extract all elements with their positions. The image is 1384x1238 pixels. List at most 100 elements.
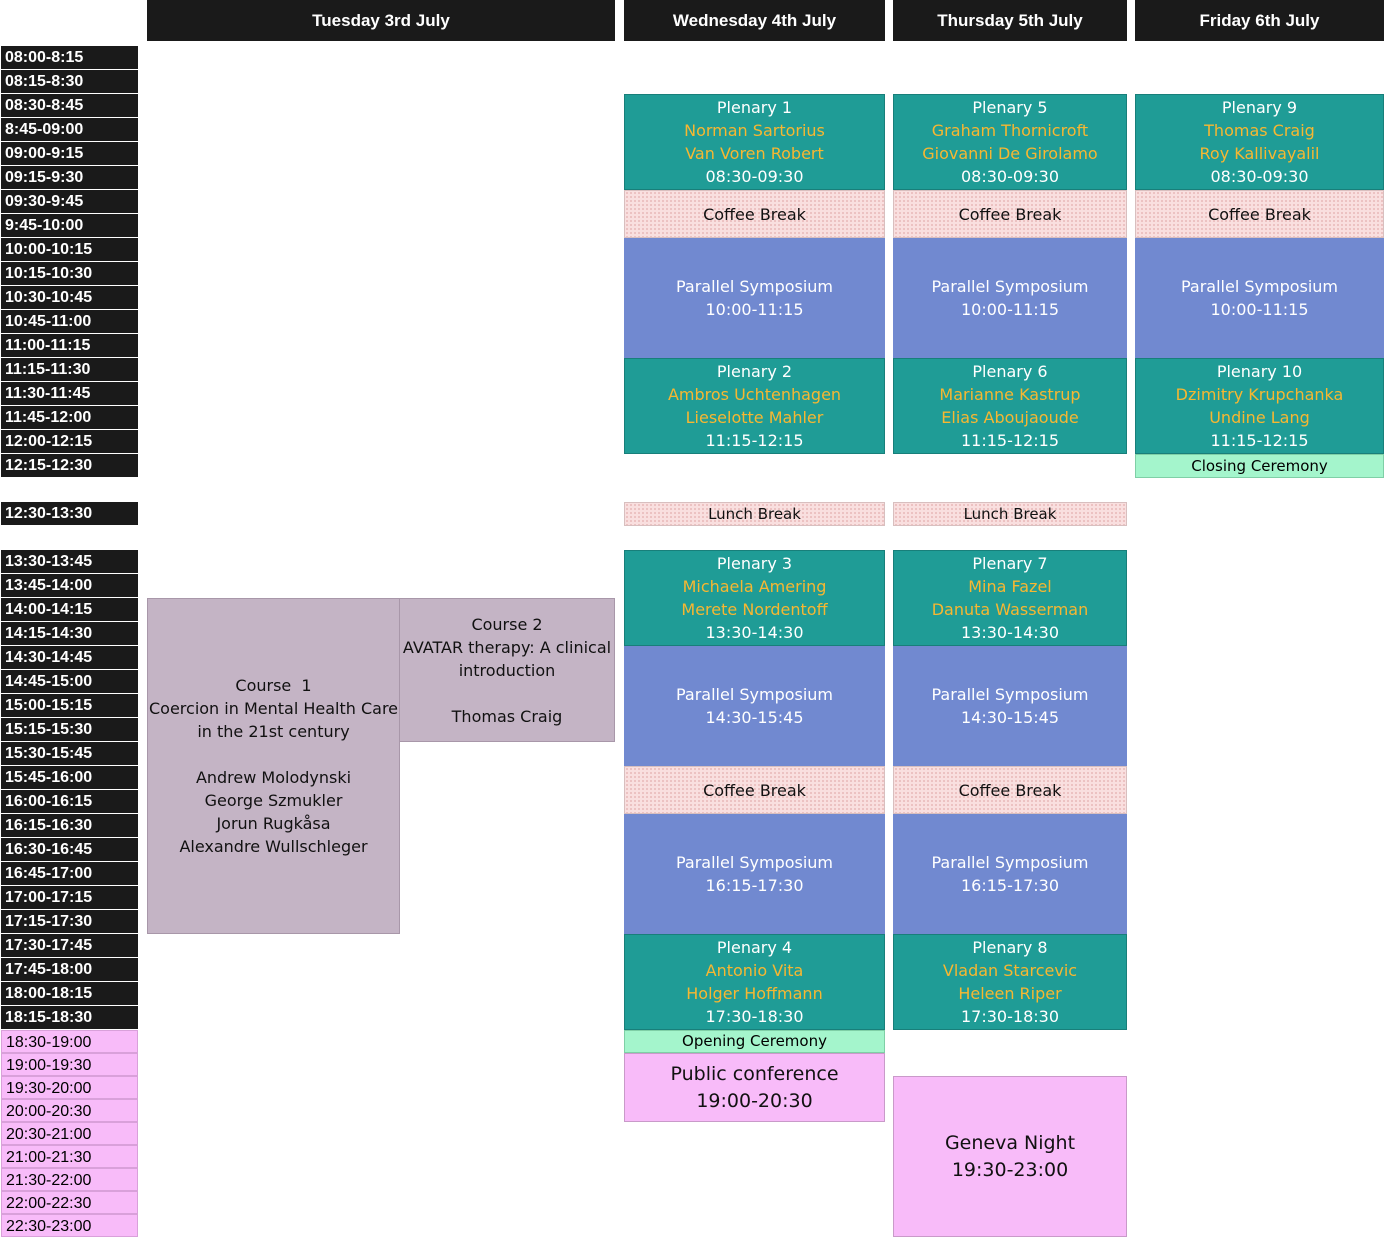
plenary-time: 08:30-09:30 <box>961 167 1059 186</box>
plenary-speaker: Marianne Kastrup <box>939 385 1081 404</box>
plenary-4-block: Plenary 4 Antonio Vita Holger Hoffmann 1… <box>624 934 885 1030</box>
plenary-title: Plenary 4 <box>716 938 793 957</box>
closing-ceremony-label: Closing Ceremony <box>1191 456 1328 475</box>
time-slot: 10:30-10:45 <box>1 286 138 309</box>
plenary-time: 11:15-12:15 <box>1210 431 1309 450</box>
day-header-wednesday: Wednesday 4th July <box>624 0 885 41</box>
time-slot: 22:00-22:30 <box>1 1191 138 1214</box>
plenary-8-block: Plenary 8 Vladan Starcevic Heleen Riper … <box>893 934 1127 1030</box>
symposium-label: Parallel Symposium <box>931 685 1089 704</box>
day-header-tuesday: Tuesday 3rd July <box>147 0 615 41</box>
geneva-night-time: 19:30-23:00 <box>951 1158 1069 1181</box>
parallel-symposium-block: Parallel Symposium 16:15-17:30 <box>893 814 1127 934</box>
time-slot: 21:00-21:30 <box>1 1145 138 1168</box>
time-slot: 10:15-10:30 <box>1 262 138 285</box>
plenary-speaker: Giovanni De Girolamo <box>922 144 1098 163</box>
lunch-break-label: Lunch Break <box>963 504 1057 523</box>
time-slot: 15:00-15:15 <box>1 694 138 717</box>
plenary-speaker: Vladan Starcevic <box>942 961 1078 980</box>
plenary-time: 17:30-18:30 <box>961 1007 1059 1026</box>
plenary-time: 11:15-12:15 <box>961 431 1059 450</box>
plenary-speaker: Merete Nordentoff <box>681 600 828 619</box>
symposium-label: Parallel Symposium <box>675 685 834 704</box>
time-slot: 17:30-17:45 <box>1 934 138 957</box>
time-slot: 16:15-16:30 <box>1 814 138 837</box>
lunch-break-block: Lunch Break <box>893 502 1127 526</box>
time-slot: 11:30-11:45 <box>1 382 138 405</box>
plenary-title: Plenary 7 <box>972 554 1048 573</box>
plenary-10-block: Plenary 10 Dzimitry Krupchanka Undine La… <box>1135 358 1384 454</box>
parallel-symposium-block: Parallel Symposium 14:30-15:45 <box>624 646 885 766</box>
plenary-speaker: Holger Hoffmann <box>686 984 823 1003</box>
geneva-night-block: Geneva Night 19:30-23:00 <box>893 1076 1127 1237</box>
symposium-label: Parallel Symposium <box>675 853 834 872</box>
day-header-thursday: Thursday 5th July <box>893 0 1127 41</box>
symposium-label: Parallel Symposium <box>675 277 834 296</box>
lunch-break-block: Lunch Break <box>624 502 885 526</box>
course-subtitle: Coercion in Mental Health Care <box>148 699 399 718</box>
plenary-9-block: Plenary 9 Thomas Craig Roy Kallivayalil … <box>1135 94 1384 190</box>
public-conference-label: Public conference <box>670 1062 839 1085</box>
symposium-time: 14:30-15:45 <box>705 708 804 727</box>
time-slot: 15:45-16:00 <box>1 766 138 789</box>
parallel-symposium-block: Parallel Symposium 10:00-11:15 <box>1135 238 1384 358</box>
symposium-time: 16:15-17:30 <box>961 876 1059 895</box>
symposium-time: 10:00-11:15 <box>961 300 1059 319</box>
plenary-title: Plenary 1 <box>716 98 793 117</box>
plenary-time: 08:30-09:30 <box>1210 167 1309 186</box>
course-title: Course 2 <box>471 614 543 634</box>
time-slot: 14:00-14:15 <box>1 598 138 621</box>
course-subtitle: in the 21st century <box>197 722 350 741</box>
time-slot: 20:30-21:00 <box>1 1122 138 1145</box>
time-slot: 16:45-17:00 <box>1 862 138 885</box>
course-speaker: Jorun Rugkåsa <box>216 814 331 833</box>
time-slot: 22:30-23:00 <box>1 1214 138 1237</box>
time-slot: 18:00-18:15 <box>1 982 138 1005</box>
time-slot: 9:45-10:00 <box>1 214 138 237</box>
time-slot: 12:30-13:30 <box>1 502 138 525</box>
plenary-time: 13:30-14:30 <box>961 623 1059 642</box>
plenary-speaker: Dzimitry Krupchanka <box>1175 385 1344 404</box>
coffee-break-label: Coffee Break <box>958 204 1062 224</box>
coffee-break-block: Coffee Break <box>624 766 885 814</box>
symposium-label: Parallel Symposium <box>931 853 1089 872</box>
plenary-5-block: Plenary 5 Graham Thornicroft Giovanni De… <box>893 94 1127 190</box>
day-header-friday: Friday 6th July <box>1135 0 1384 41</box>
plenary-title: Plenary 5 <box>972 98 1048 117</box>
time-slot: 15:30-15:45 <box>1 742 138 765</box>
course-subtitle: introduction <box>458 660 556 680</box>
time-slot: 8:45-09:00 <box>1 118 138 141</box>
parallel-symposium-block: Parallel Symposium 10:00-11:15 <box>893 238 1127 358</box>
time-slot: 09:00-9:15 <box>1 142 138 165</box>
time-slot: 15:15-15:30 <box>1 718 138 741</box>
opening-ceremony-label: Opening Ceremony <box>682 1032 827 1050</box>
public-conference-block: Public conference 19:00-20:30 <box>624 1053 885 1122</box>
symposium-time: 16:15-17:30 <box>705 876 804 895</box>
plenary-time: 13:30-14:30 <box>705 623 804 642</box>
time-slot: 19:00-19:30 <box>1 1053 138 1076</box>
coffee-break-block: Coffee Break <box>1135 190 1384 238</box>
symposium-time: 14:30-15:45 <box>961 708 1059 727</box>
time-slot: 20:00-20:30 <box>1 1099 138 1122</box>
plenary-speaker: Mina Fazel <box>968 577 1052 596</box>
time-slot: 17:00-17:15 <box>1 886 138 909</box>
time-slot: 14:30-14:45 <box>1 646 138 669</box>
time-slot: 11:00-11:15 <box>1 334 138 357</box>
plenary-time: 11:15-12:15 <box>705 431 804 450</box>
time-slot: 10:45-11:00 <box>1 310 138 333</box>
time-slot: 17:15-17:30 <box>1 910 138 933</box>
coffee-break-label: Coffee Break <box>1208 204 1311 224</box>
plenary-6-block: Plenary 6 Marianne Kastrup Elias Aboujao… <box>893 358 1127 454</box>
time-slot: 13:45-14:00 <box>1 574 138 597</box>
course-subtitle: AVATAR therapy: A clinical <box>402 637 612 657</box>
plenary-title: Plenary 9 <box>1221 98 1298 117</box>
plenary-7-block: Plenary 7 Mina Fazel Danuta Wasserman 13… <box>893 550 1127 646</box>
symposium-time: 10:00-11:15 <box>1210 300 1309 319</box>
closing-ceremony-block: Closing Ceremony <box>1135 454 1384 478</box>
plenary-speaker: Thomas Craig <box>1204 121 1315 140</box>
coffee-break-block: Coffee Break <box>624 190 885 238</box>
coffee-break-label: Coffee Break <box>703 780 806 800</box>
plenary-speaker: Norman Sartorius <box>684 121 825 140</box>
time-slot: 10:00-10:15 <box>1 238 138 261</box>
time-slot: 08:15-8:30 <box>1 70 138 93</box>
